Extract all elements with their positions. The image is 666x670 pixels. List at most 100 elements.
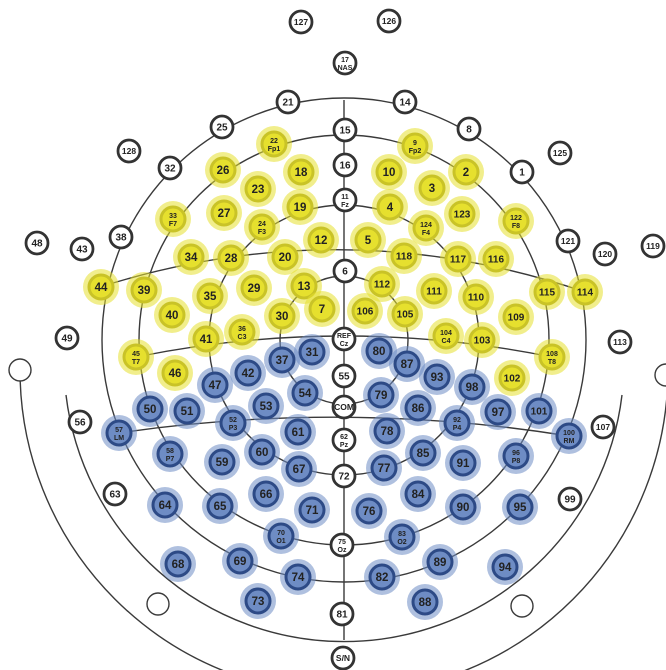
electrode-dot	[368, 563, 396, 591]
electrode-dot	[443, 409, 471, 437]
electrode-number: 20	[279, 252, 292, 264]
electrode-dot	[330, 645, 356, 670]
electrode-dot	[426, 548, 454, 576]
electrode-dot	[240, 274, 268, 302]
electrode-number: 12	[315, 235, 328, 247]
electrode-number: 9	[413, 140, 417, 147]
electrode-number: 70	[277, 530, 285, 537]
electrode-site-label: F3	[258, 229, 266, 236]
electrode-dot	[331, 394, 357, 420]
electrode-number: 27	[218, 208, 231, 220]
electrode-number: 48	[31, 239, 43, 250]
electrode-number: 127	[294, 17, 308, 27]
electrode-dot	[555, 422, 583, 450]
electrode-number: 5	[365, 235, 372, 247]
electrode-site-label: O2	[397, 539, 406, 546]
electrode-number: 16	[339, 161, 351, 172]
electrode-number: 19	[294, 202, 307, 214]
electrode-dot	[307, 226, 335, 254]
electrode-dot	[502, 207, 530, 235]
electrode-68: 68	[160, 546, 196, 582]
electrode-dot	[482, 245, 510, 273]
electrode-dot	[640, 233, 666, 259]
electrode-40: 40	[154, 297, 190, 333]
electrode-number: 114	[577, 288, 594, 299]
electrode-103: 103	[464, 322, 500, 358]
electrode-80: 80	[361, 333, 397, 369]
electrode-77: 77	[366, 450, 402, 486]
electrode-dot	[108, 224, 134, 250]
side-marker-left	[8, 358, 32, 382]
electrode-26: 26	[205, 152, 241, 188]
guide-arc-outer	[19, 369, 666, 670]
electrode-dot	[244, 175, 272, 203]
electrode-109: 109	[498, 299, 534, 335]
electrode-dot	[210, 199, 238, 227]
electrode-dot	[291, 379, 319, 407]
electrode-44: 44	[83, 269, 119, 305]
electrode-89: 89	[422, 544, 458, 580]
electrode-dot	[151, 491, 179, 519]
electrode-dot	[423, 363, 451, 391]
electrode-number: 100	[563, 430, 575, 437]
electrode-123: 123	[444, 196, 480, 232]
electrode-dot	[370, 454, 398, 482]
electrode-number: 13	[298, 281, 311, 293]
electrode-dot	[418, 174, 446, 202]
electrode-dot	[420, 277, 448, 305]
electrode-114: 114	[567, 274, 603, 310]
electrode-site-label: Fp1	[268, 146, 281, 153]
electrode-site-label: O1	[276, 538, 285, 545]
electrode-117: 117	[440, 241, 476, 277]
electrode-dot	[392, 89, 418, 115]
electrode-54: 54	[287, 375, 323, 411]
electrode-34: 34	[173, 239, 209, 275]
electrode-number: 44	[95, 282, 108, 294]
electrode-55: 55	[331, 363, 357, 389]
electrode-dot	[159, 205, 187, 233]
electrode-dot	[116, 138, 142, 164]
electrode-dot	[409, 439, 437, 467]
electrode-48: 48	[24, 230, 50, 256]
electrode-dot	[388, 523, 416, 551]
electrode-dot	[285, 455, 313, 483]
electrode-dot	[373, 417, 401, 445]
electrode-116: 116	[478, 241, 514, 277]
electrode-51: 51	[169, 393, 205, 429]
electrode-number: 7	[319, 304, 325, 316]
electrode-number: 47	[209, 380, 222, 392]
electrode-number: 87	[401, 359, 414, 371]
electrode-number: 32	[164, 164, 176, 175]
electrode-dot	[525, 397, 553, 425]
side-marker-right	[654, 363, 666, 387]
electrode-number: 57	[115, 427, 123, 434]
electrode-dot	[206, 492, 234, 520]
electrode-number: 60	[256, 447, 269, 459]
electrode-28: 28	[213, 240, 249, 276]
electrode-number: 78	[381, 426, 394, 438]
electrode-number: 107	[596, 422, 610, 432]
electrode-number: 55	[338, 372, 350, 383]
electrode-number: 122	[510, 215, 522, 222]
electrode-111: 111	[416, 273, 452, 309]
electrode-number: 103	[474, 336, 491, 347]
electrode-86: 86	[400, 390, 436, 426]
electrode-21: 21	[275, 89, 301, 115]
electrode-dot	[286, 193, 314, 221]
electrode-dot	[393, 350, 421, 378]
electrode-number: 111	[426, 287, 442, 298]
electrode-number: 115	[539, 288, 556, 299]
electrode-97: 97	[480, 394, 516, 430]
electrode-49: 49	[54, 325, 80, 351]
electrode-dot	[248, 213, 276, 241]
electrode-number: 85	[417, 448, 430, 460]
electrode-6: 6	[332, 258, 358, 284]
